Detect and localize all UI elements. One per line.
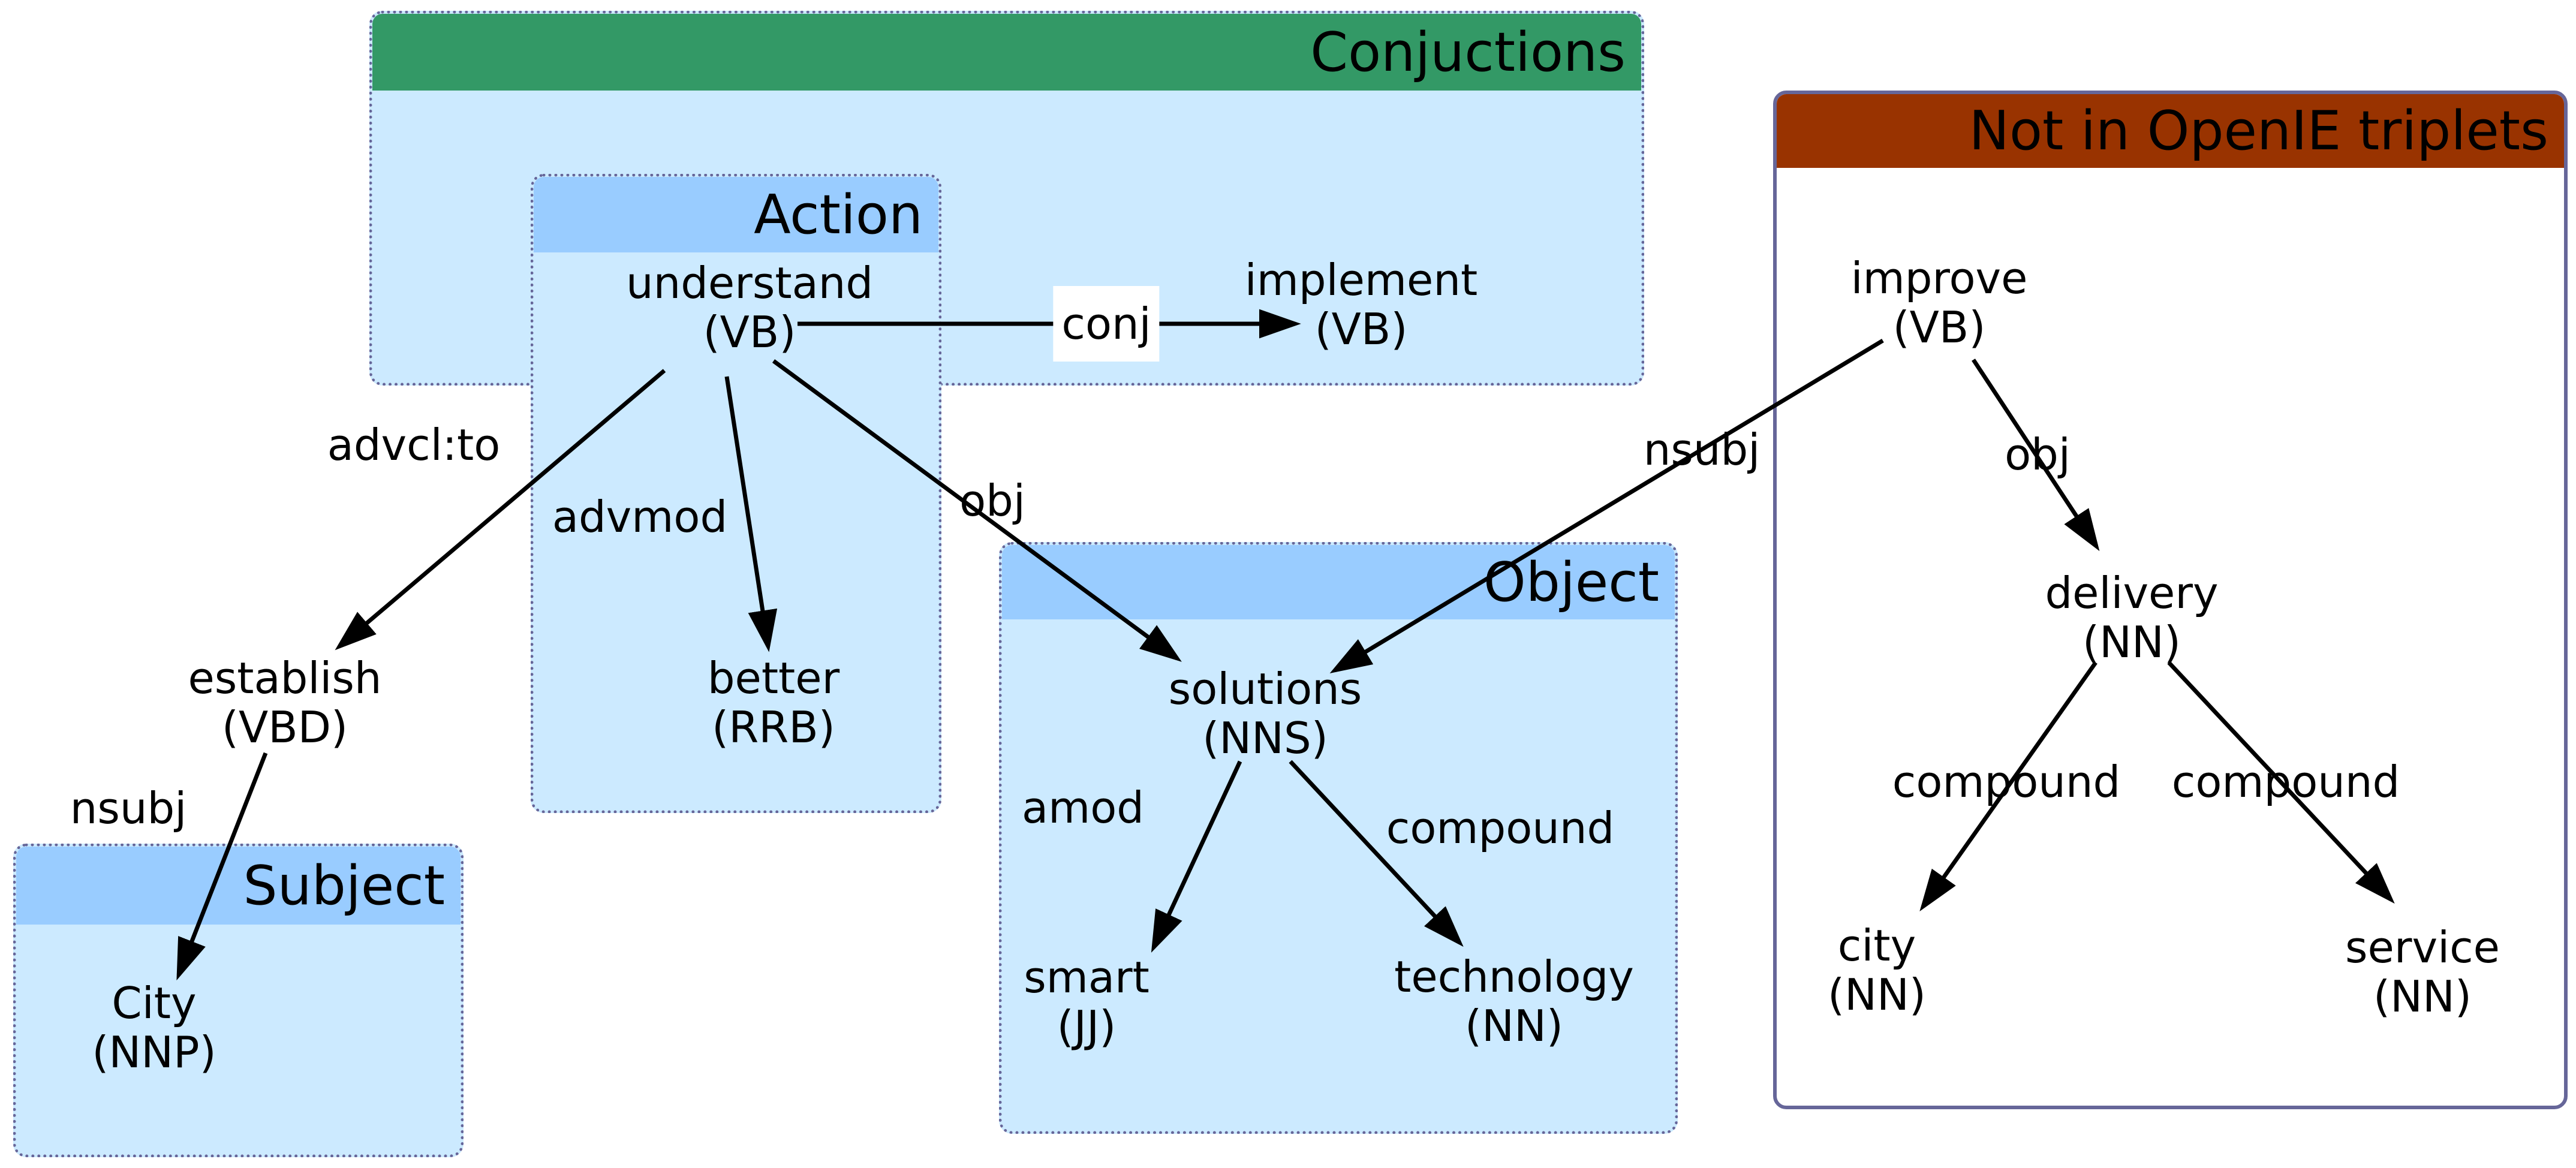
node-technology: technology(NN) [1394,952,1634,1050]
group-subject-header: Subject [16,847,461,925]
node-service-word: service [2345,922,2500,973]
edge-label-compound-technology: compound [1386,803,1615,853]
group-conjunctions-header: Conjuctions [372,14,1641,91]
node-city-subject-pos: (NNP) [92,1027,216,1077]
edge-obj-solutions-arrow [772,359,1182,662]
node-understand-word: understand [625,258,874,308]
node-delivery-word: delivery [2045,568,2219,618]
group-action-header: Action [534,177,938,252]
node-delivery-pos: (NN) [2083,617,2181,667]
edge-compound-city-arrow [1919,661,2097,911]
node-smart-pos: (JJ) [1057,1001,1117,1052]
node-city-subject: City(NNP) [92,979,216,1077]
node-city-right-pos: (NN) [1828,970,1926,1020]
group-object-header: Object [1002,545,1675,619]
node-service-pos: (NN) [2373,971,2472,1022]
node-solutions: solutions(NNS) [1169,664,1362,763]
node-smart: smart(JJ) [1024,953,1149,1051]
edge-advmod-arrow [724,376,778,652]
node-implement-pos: (VB) [1314,304,1408,354]
node-technology-word: technology [1394,952,1634,1002]
edge-compound-technology-arrow [1289,760,1464,947]
node-improve: improve(VB) [1851,254,2028,352]
edge-compound-service-arrow [2167,661,2395,904]
node-implement: implement(VB) [1245,255,1477,354]
node-technology-pos: (NN) [1465,1001,1563,1051]
edge-label-advmod: advmod [552,492,728,542]
node-better-pos: (RRB) [712,702,835,752]
edge-nsubj-city-arrow [176,752,268,981]
edge-label-conj: conj [1053,286,1160,362]
node-improve-word: improve [1850,253,2028,303]
node-implement-word: implement [1244,255,1478,305]
group-action-label: Action [754,183,923,246]
node-city-right-word: city [1837,920,1916,971]
node-improve-pos: (VB) [1892,302,1986,353]
edge-label-advcl-to: advcl:to [327,420,501,470]
node-solutions-pos: (NNS) [1202,713,1328,763]
edge-label-compound-city: compound [1892,757,2121,807]
group-action: Action [531,174,941,813]
edge-obj-delivery-arrow [1972,359,2100,552]
node-understand-pos: (VB) [703,307,796,357]
group-conjunctions-label: Conjuctions [1310,20,1626,84]
node-better-word: better [707,653,840,703]
edge-label-compound-service: compound [2171,757,2400,807]
node-solutions-word: solutions [1168,664,1362,714]
edge-label-obj-solutions: obj [959,475,1025,526]
edge-advcl-to-arrow [335,369,666,651]
group-not-in-openie-header: Not in OpenIE triplets [1777,94,2564,168]
node-city-subject-word: City [112,978,197,1028]
edge-label-amod: amod [1021,782,1145,833]
group-not-in-openie-label: Not in OpenIE triplets [1969,100,2548,162]
group-not-in-openie: Not in OpenIE triplets [1773,91,2568,1109]
group-subject: Subject [13,844,464,1157]
edge-nsubj-solutions-arrow [1329,339,1884,674]
edge-label-nsubj-city: nsubj [70,783,187,833]
node-establish-pos: (VBD) [221,702,348,752]
node-delivery: delivery(NN) [2045,568,2218,667]
group-subject-label: Subject [243,854,445,917]
edge-amod-arrow [1151,760,1242,953]
node-understand: understand(VB) [626,258,873,357]
node-smart-word: smart [1024,952,1149,1003]
node-establish: establish(VBD) [188,654,381,752]
node-better: better(RRB) [708,654,839,752]
node-city-right: city(NN) [1828,921,1926,1019]
edge-label-nsubj-solutions: nsubj [1643,425,1761,475]
node-service: service(NN) [2345,923,2500,1021]
edge-label-obj-delivery: obj [2005,429,2071,480]
node-establish-word: establish [188,653,382,703]
